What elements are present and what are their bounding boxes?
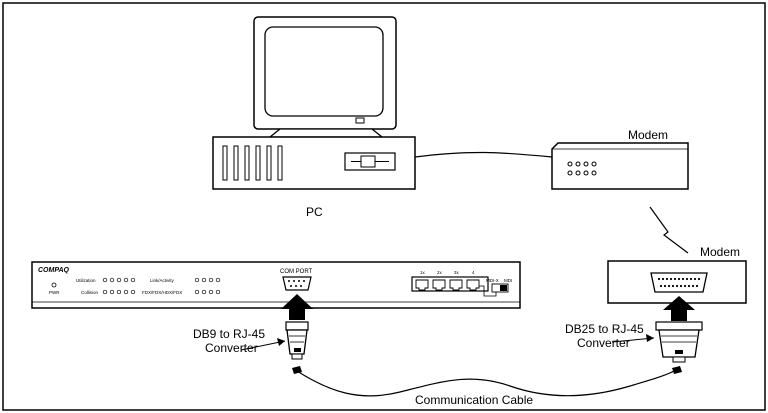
switch-brand: COMPAQ — [38, 267, 70, 274]
svg-text:FDX/FDX/HDX/FDX: FDX/FDX/HDX/FDX — [142, 290, 182, 295]
monitor-power-button — [355, 117, 365, 124]
svg-text:MDI-X: MDI-X — [486, 278, 499, 283]
modem-bottom: Modem — [607, 245, 747, 304]
status-leds-left — [102, 277, 136, 295]
svg-text:DB9 to RJ-45: DB9 to RJ-45 — [193, 327, 265, 341]
svg-text:Converter: Converter — [205, 341, 258, 355]
com-port-db9 — [282, 276, 312, 291]
pc-label: PC — [306, 205, 323, 219]
db9-label-pointer — [240, 340, 286, 351]
db25-arrow — [663, 296, 695, 321]
status-leds-right — [194, 277, 221, 295]
port-label-3: 3x — [454, 270, 460, 275]
db9-arrow — [281, 294, 313, 320]
phone-line-link — [649, 206, 689, 254]
monitor-screen — [264, 26, 384, 117]
modem-top-body — [551, 142, 689, 190]
pc-modem-cable — [414, 151, 553, 158]
svg-text:Collision: Collision — [81, 290, 99, 295]
svg-text:Utilization: Utilization — [76, 278, 96, 283]
modem-top: Modem — [551, 128, 689, 190]
db25-converter — [655, 321, 703, 363]
port-label-4: 4 — [472, 270, 475, 275]
modem-top-label: Modem — [628, 128, 668, 142]
ethernet-switch: COMPAQ PWR Utilization Collision Link/Ac… — [31, 261, 521, 309]
modem-top-leds — [567, 161, 597, 176]
power-led — [51, 282, 57, 288]
svg-text:DB25 to RJ-45: DB25 to RJ-45 — [565, 322, 644, 336]
svg-text:Converter: Converter — [577, 336, 630, 350]
system-unit-vents — [222, 145, 283, 181]
db25-port — [650, 272, 708, 293]
svg-text:MDI: MDI — [504, 278, 512, 283]
db9-converter-label: DB9 to RJ-45 Converter — [193, 327, 265, 355]
monitor-stand — [268, 128, 384, 138]
com-port-label: COM PORT — [280, 269, 313, 275]
db9-converter — [285, 321, 309, 360]
pc-computer: PC — [212, 16, 416, 219]
modem-bottom-label: Modem — [700, 245, 740, 259]
communication-cable — [296, 369, 677, 397]
port-label-1: 1x — [420, 270, 426, 275]
db25-converter-label: DB25 to RJ-45 Converter — [565, 322, 644, 350]
cable-label: Communication Cable — [415, 393, 533, 407]
db25-pins — [657, 277, 701, 288]
port-label-2: 2x — [437, 270, 443, 275]
svg-text:PWR: PWR — [49, 290, 60, 295]
rj45-ports — [415, 279, 480, 291]
svg-text:Link/Activity: Link/Activity — [150, 278, 175, 283]
db25-cable-plug — [672, 366, 682, 374]
